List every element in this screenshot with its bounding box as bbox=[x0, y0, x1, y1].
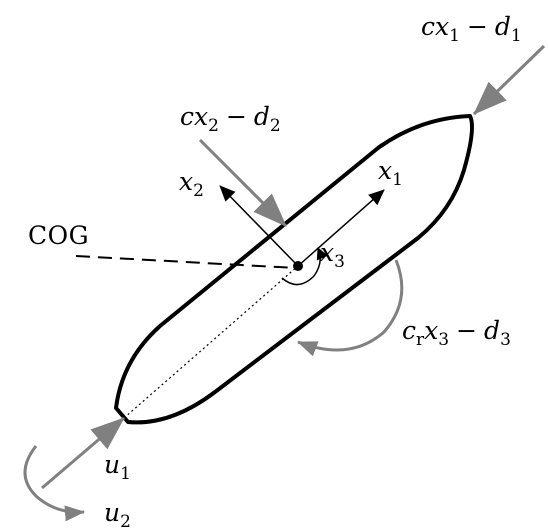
label-moment-offset: d bbox=[484, 316, 501, 345]
label-moment-var: x bbox=[424, 316, 439, 345]
label-input-u2-sub: 2 bbox=[120, 512, 131, 532]
label-axis-x1: x1 bbox=[378, 156, 403, 189]
label-moment-op: − bbox=[456, 316, 478, 345]
label-force-2-offset-sub: 2 bbox=[269, 116, 281, 136]
label-force-2-sub: 2 bbox=[208, 116, 219, 136]
moment-arrow-3 bbox=[297, 259, 404, 357]
label-input-u2-var: u bbox=[104, 498, 121, 527]
label-force-1-coef: c bbox=[421, 12, 436, 41]
label-input-u2: u2 bbox=[104, 498, 131, 531]
label-axis-x3-var: x bbox=[320, 238, 335, 267]
label-moment: crx3−d3 bbox=[402, 316, 511, 349]
label-force-2-coef: c bbox=[180, 102, 195, 131]
label-input-u1: u1 bbox=[104, 450, 131, 483]
label-force-1-var: x bbox=[435, 12, 450, 41]
label-force-1-sub: 1 bbox=[449, 26, 460, 46]
ship-hull bbox=[114, 114, 474, 425]
label-cog: COG bbox=[28, 221, 90, 250]
label-moment-sub: 3 bbox=[438, 330, 450, 350]
label-axis-x2-sub: 2 bbox=[193, 181, 204, 201]
label-moment-coef-sub: r bbox=[416, 330, 425, 350]
label-axis-x2-var: x bbox=[179, 167, 194, 196]
label-input-u1-sub: 1 bbox=[120, 464, 131, 484]
label-force-1-offset: d bbox=[494, 12, 511, 41]
label-input-u1-var: u bbox=[104, 450, 121, 479]
label-axis-x3: x3 bbox=[320, 238, 345, 271]
label-force-1-op: − bbox=[466, 12, 488, 41]
input-u1-arrow bbox=[41, 416, 125, 490]
label-force-2-var: x bbox=[194, 102, 209, 131]
axis-x3-arc bbox=[281, 247, 328, 286]
label-axis-x1-sub: 1 bbox=[392, 170, 403, 190]
label-force-2: cx2−d2 bbox=[180, 102, 281, 135]
input-u2-arc bbox=[23, 445, 85, 522]
label-moment-offset-sub: 3 bbox=[500, 330, 511, 350]
force-arrow-1 bbox=[472, 44, 546, 116]
label-axis-x1-var: x bbox=[378, 156, 393, 185]
axis-x1-arrow bbox=[297, 189, 385, 267]
label-force-2-op: − bbox=[225, 102, 247, 131]
label-axis-x2: x2 bbox=[179, 167, 204, 200]
label-moment-coef: c bbox=[402, 316, 417, 345]
force-arrow-2 bbox=[198, 138, 288, 228]
label-force-1: cx1−d1 bbox=[421, 12, 522, 45]
ship-centerline bbox=[123, 265, 299, 419]
label-force-1-offset-sub: 1 bbox=[510, 26, 522, 46]
label-axis-x3-sub: 3 bbox=[334, 252, 345, 272]
cog-leader-line bbox=[75, 255, 297, 269]
label-force-2-offset: d bbox=[253, 102, 270, 131]
